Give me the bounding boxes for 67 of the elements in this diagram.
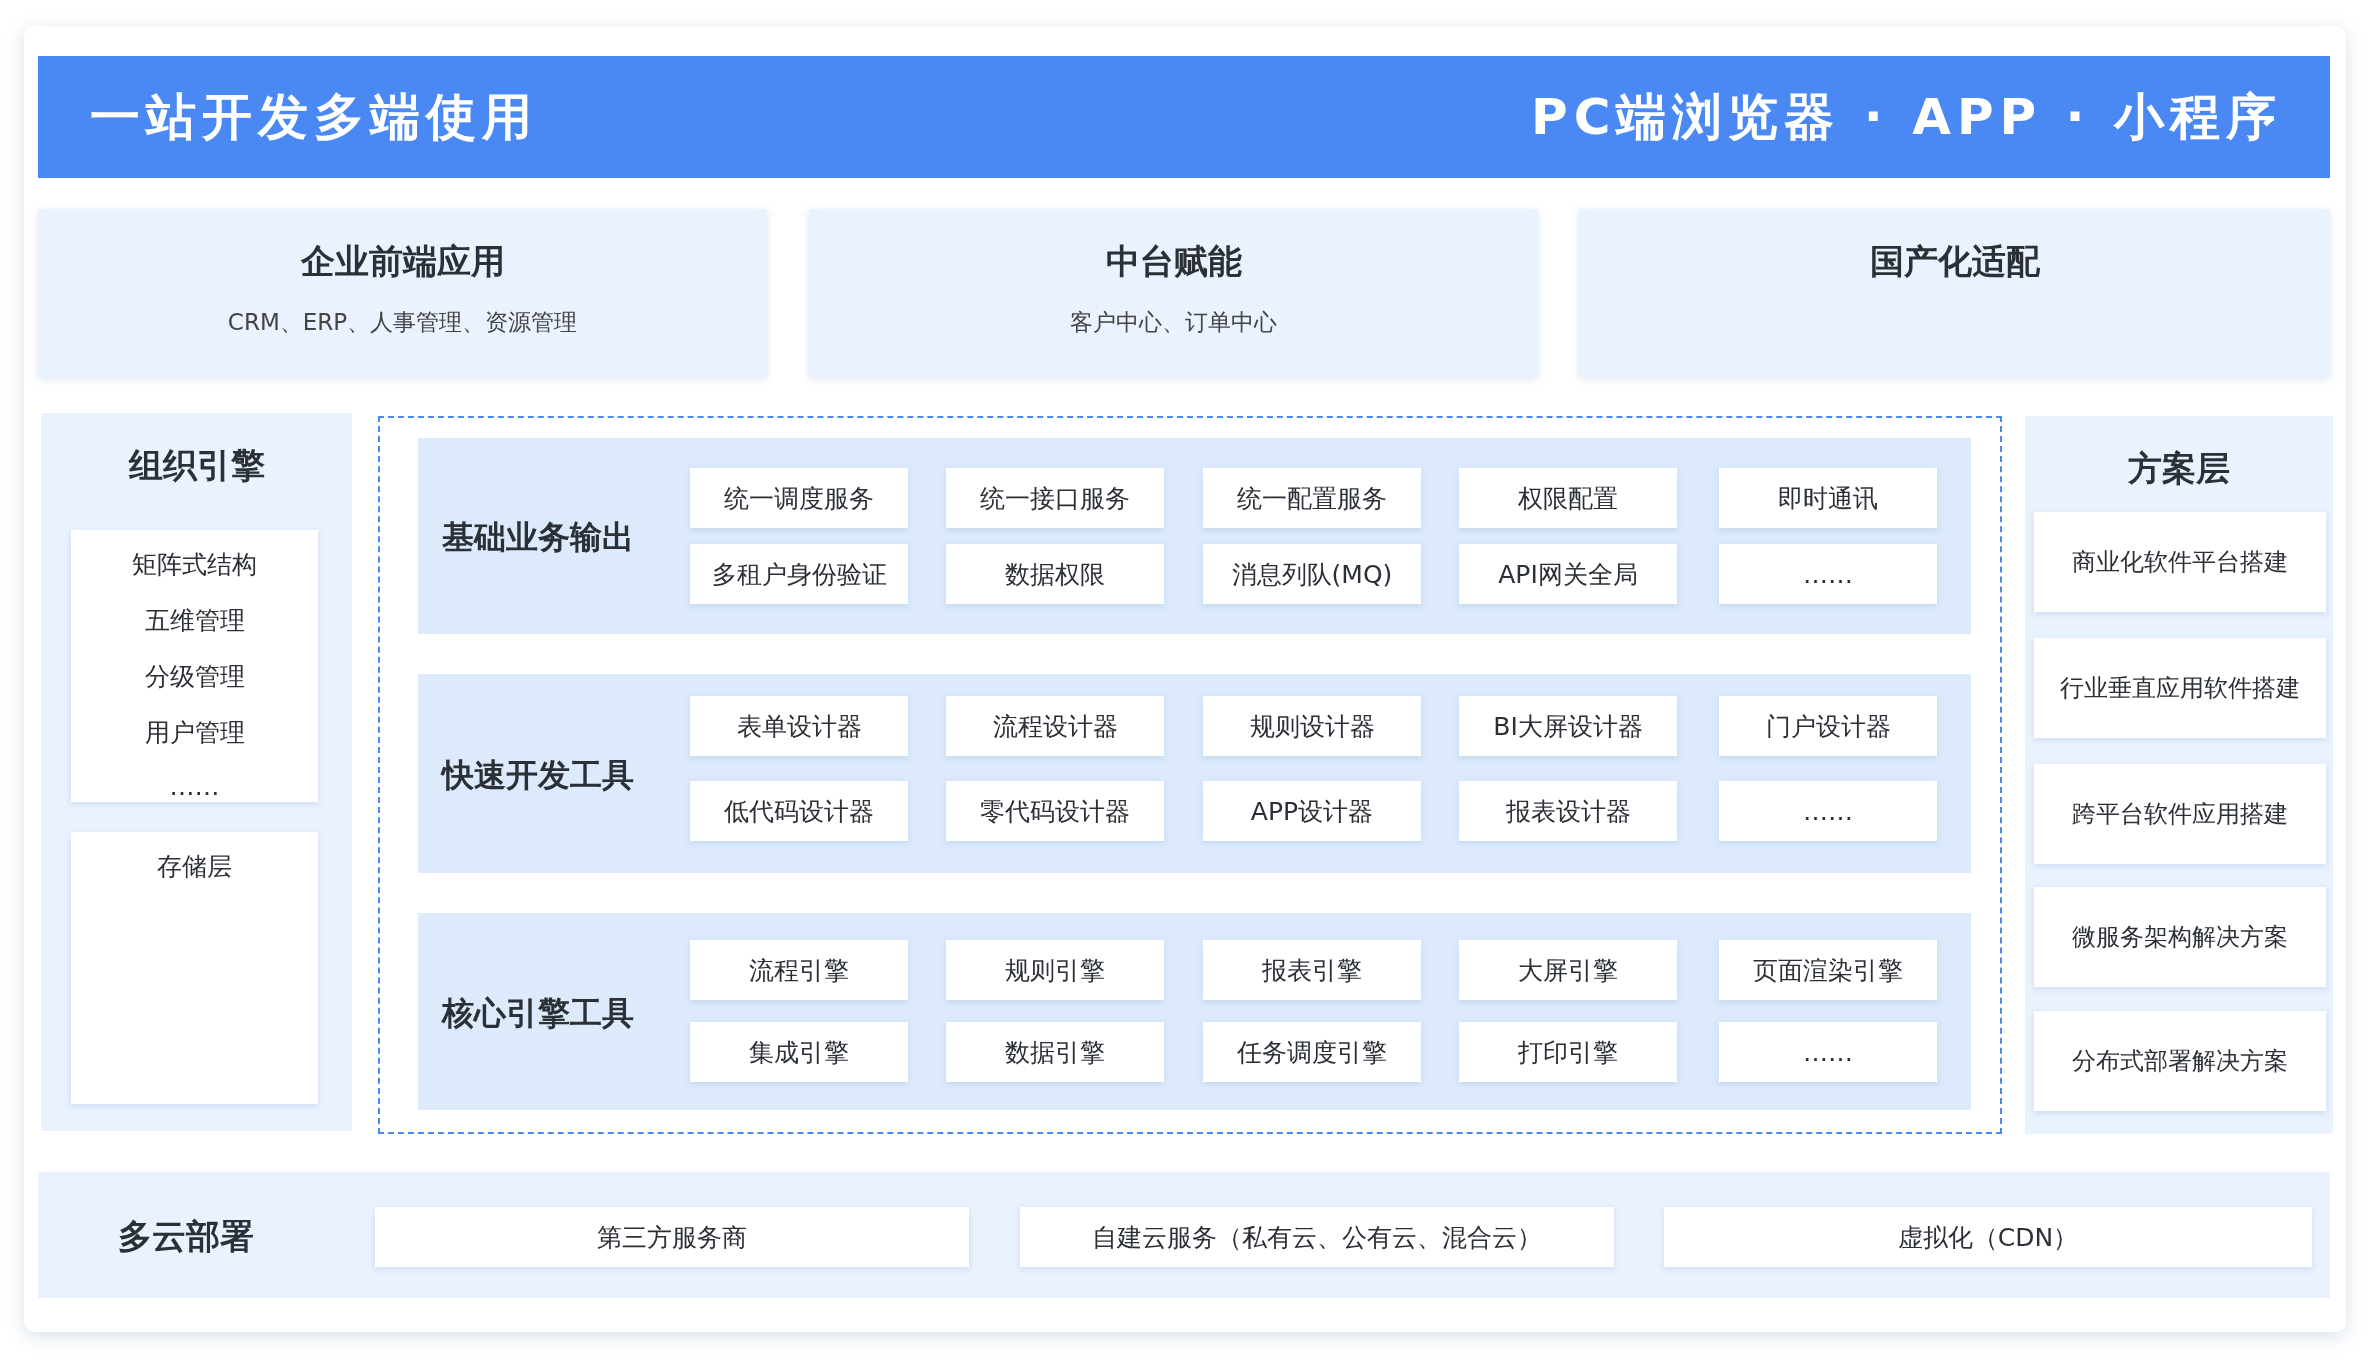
- side-panel: [2025, 416, 2333, 1134]
- module-tile: 门户设计器: [1719, 696, 1937, 756]
- module-tile: 行业垂直应用软件搭建: [2034, 638, 2326, 738]
- side-panel: [41, 413, 352, 1131]
- module-tile: API网关全局: [1459, 544, 1677, 604]
- module-tile: ……: [1719, 1022, 1937, 1082]
- deployment-band: [38, 1172, 2330, 1298]
- panel-title: 组织引擎: [127, 444, 266, 487]
- section-title: 核心引擎工具: [442, 992, 634, 1034]
- banner-subtitle: PC端浏览器 · APP · 小程序: [1531, 87, 2282, 148]
- module-tile: 多租户身份验证: [690, 544, 908, 604]
- card-title: 中台赋能: [1104, 240, 1243, 283]
- list-item: ……: [168, 772, 221, 801]
- section-band: [418, 913, 1971, 1110]
- list-box: [71, 530, 318, 802]
- module-tile: ……: [1719, 544, 1937, 604]
- module-tile: 数据权限: [946, 544, 1164, 604]
- module-tile: 页面渲染引擎: [1719, 940, 1937, 1000]
- module-tile: 分布式部署解决方案: [2034, 1011, 2326, 1111]
- module-tile: 流程设计器: [946, 696, 1164, 756]
- list-item: 矩阵式结构: [131, 549, 258, 581]
- module-tile: BI大屏设计器: [1459, 696, 1677, 756]
- section-title: 多云部署: [118, 1215, 254, 1258]
- module-tile: 报表设计器: [1459, 781, 1677, 841]
- card-description: CRM、ERP、人事管理、资源管理: [226, 308, 579, 337]
- module-tile: 零代码设计器: [946, 781, 1164, 841]
- card-title: 国产化适配: [1868, 240, 2041, 283]
- module-tile: 规则引擎: [946, 940, 1164, 1000]
- module-tile: 统一调度服务: [690, 468, 908, 528]
- list-item: 存储层: [156, 851, 233, 883]
- module-tile: 虚拟化（CDN）: [1664, 1207, 2312, 1267]
- module-tile: 商业化软件平台搭建: [2034, 512, 2326, 612]
- module-tile: 报表引擎: [1203, 940, 1421, 1000]
- module-tile: 统一接口服务: [946, 468, 1164, 528]
- banner-title: 一站开发多端使用: [90, 87, 538, 148]
- list-item: 分级管理: [143, 661, 246, 693]
- module-tile: 规则设计器: [1203, 696, 1421, 756]
- card-title: 企业前端应用: [299, 240, 506, 283]
- module-tile: 统一配置服务: [1203, 468, 1421, 528]
- section-title: 快速开发工具: [442, 754, 634, 796]
- module-tile: 表单设计器: [690, 696, 908, 756]
- section-band: [418, 674, 1971, 873]
- module-tile: 数据引擎: [946, 1022, 1164, 1082]
- module-tile: 权限配置: [1459, 468, 1677, 528]
- module-tile: 消息列队(MQ): [1203, 544, 1421, 604]
- card-description: 客户中心、订单中心: [1069, 308, 1278, 337]
- list-item: 五维管理: [143, 605, 246, 637]
- list-item: 用户管理: [143, 717, 246, 749]
- module-tile: 微服务架构解决方案: [2034, 887, 2326, 987]
- dashed-frame: [378, 416, 2002, 1134]
- module-tile: 大屏引擎: [1459, 940, 1677, 1000]
- module-tile: 第三方服务商: [375, 1207, 969, 1267]
- panel-title: 方案层: [2127, 447, 2231, 490]
- module-tile: 低代码设计器: [690, 781, 908, 841]
- module-tile: ……: [1719, 781, 1937, 841]
- module-tile: 跨平台软件应用搭建: [2034, 764, 2326, 864]
- module-tile: 自建云服务（私有云、公有云、混合云）: [1020, 1207, 1614, 1267]
- module-tile: 即时通讯: [1719, 468, 1937, 528]
- section-title: 基础业务输出: [442, 517, 634, 558]
- module-tile: 任务调度引擎: [1203, 1022, 1421, 1082]
- module-tile: 打印引擎: [1459, 1022, 1677, 1082]
- module-tile: APP设计器: [1203, 781, 1421, 841]
- header-banner: [38, 56, 2330, 178]
- module-tile: 流程引擎: [690, 940, 908, 1000]
- section-band: [418, 438, 1971, 634]
- list-box: [71, 832, 318, 1104]
- module-tile: 集成引擎: [690, 1022, 908, 1082]
